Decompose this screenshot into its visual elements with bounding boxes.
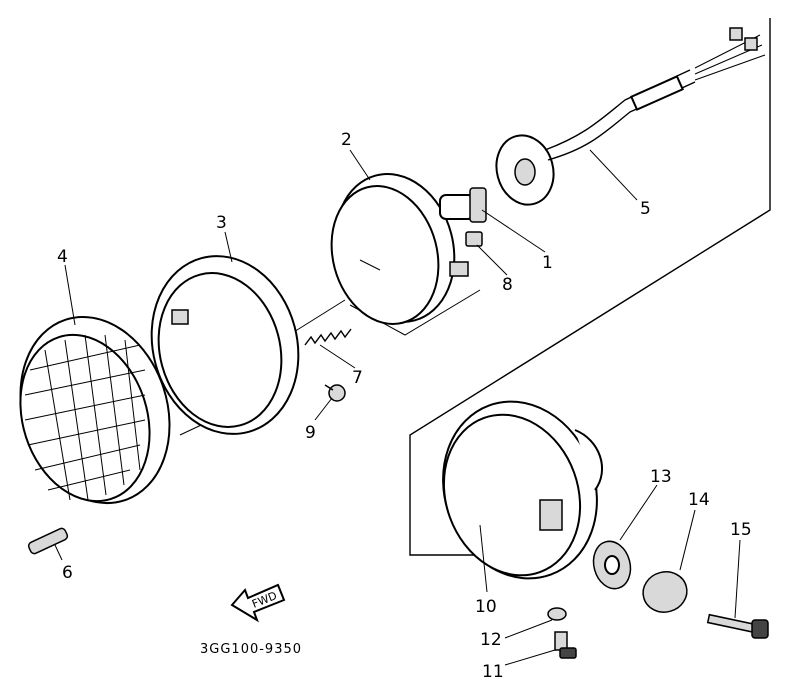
callout-11: 11	[482, 662, 504, 682]
bolt-part-15	[706, 613, 769, 639]
bolt-part-6	[27, 527, 69, 555]
socket-harness-part	[495, 27, 766, 206]
callout-3: 3	[216, 213, 227, 233]
callout-1: 1	[542, 253, 553, 273]
guard-grid	[24, 334, 146, 501]
headlight-guard-part	[19, 315, 171, 505]
callout-7: 7	[352, 368, 363, 388]
cap-part	[642, 571, 688, 613]
washer-part	[547, 607, 567, 621]
diagram-code: 3GG100-9350	[200, 642, 302, 657]
bulb-part	[439, 187, 487, 223]
callout-13: 13	[650, 467, 672, 487]
leader-lines	[54, 149, 741, 666]
callout-12: 12	[480, 630, 502, 650]
callout-10: 10	[475, 597, 497, 617]
callout-4: 4	[57, 247, 68, 267]
lens-unit-part	[330, 173, 469, 325]
screw-part-9	[324, 384, 346, 402]
callout-5: 5	[640, 199, 651, 219]
callout-8: 8	[502, 275, 513, 295]
nut-part	[465, 231, 483, 247]
housing-part	[442, 400, 604, 580]
screw-part-11	[554, 631, 577, 659]
callout-15: 15	[730, 520, 752, 540]
callout-2: 2	[341, 130, 352, 150]
callout-6: 6	[62, 563, 73, 583]
callout-9: 9	[305, 423, 316, 443]
callout-labels: 1 2 3 4 5 6 7 8 9 10 11 12 13 14 15	[57, 130, 752, 682]
fwd-arrow: FWD	[230, 583, 286, 623]
spring-part	[304, 328, 352, 346]
callout-14: 14	[688, 490, 710, 510]
grommet-part	[592, 540, 632, 590]
headlight-rim-part	[150, 255, 300, 435]
